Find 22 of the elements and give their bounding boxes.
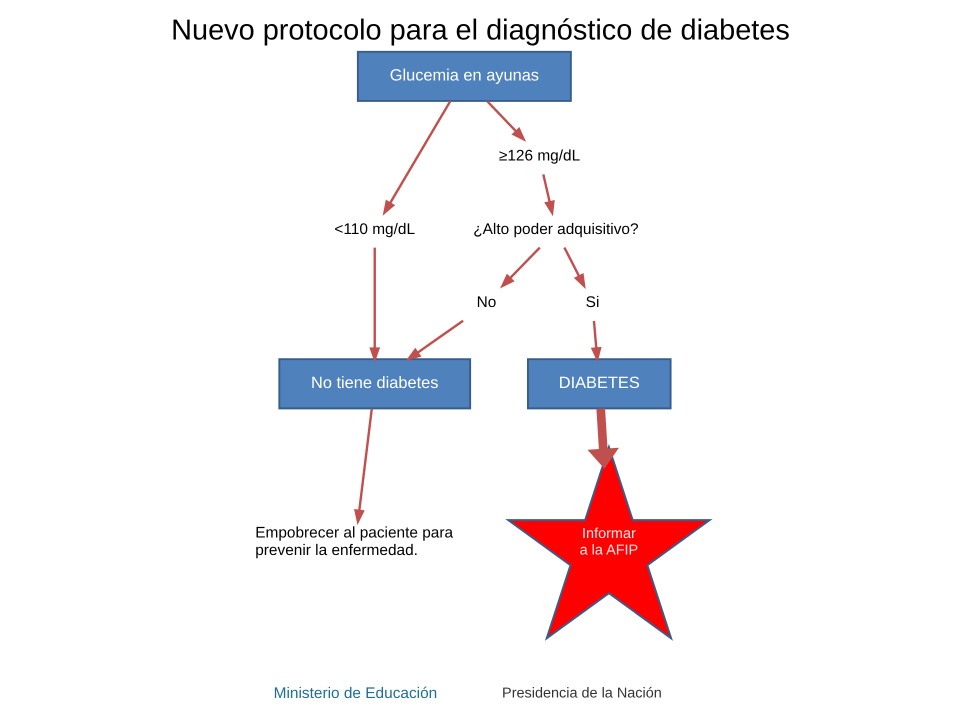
node-text: No (476, 294, 496, 311)
node-text: ¿Alto poder adquisitivo? (472, 220, 638, 238)
arrow (562, 247, 586, 290)
arrow (405, 320, 464, 362)
node-text: <110 mg/dL (334, 220, 415, 238)
node-box: No tiene diabetes (278, 358, 471, 410)
diagram-title: Nuevo protocolo para el diagnóstico de diabetes (170, 14, 790, 46)
arrow (586, 408, 618, 469)
arrow (542, 174, 554, 216)
node-box: Glucemia en ayunas (356, 50, 572, 102)
node-box: DIABETES (526, 358, 672, 410)
arrow (499, 246, 540, 289)
node-text: Empobrecer al paciente para prevenir la enfermedad. (254, 524, 453, 560)
arrow (368, 248, 380, 363)
node-text: ≥126 mg/dL (498, 148, 580, 165)
label: Ministerio de Educación (273, 685, 437, 702)
arrow (486, 100, 526, 142)
arrow (382, 100, 451, 216)
arrow (354, 408, 372, 526)
label: Presidencia de la Nación (502, 686, 662, 702)
arrow (590, 320, 602, 363)
node-text: Si (585, 294, 599, 311)
